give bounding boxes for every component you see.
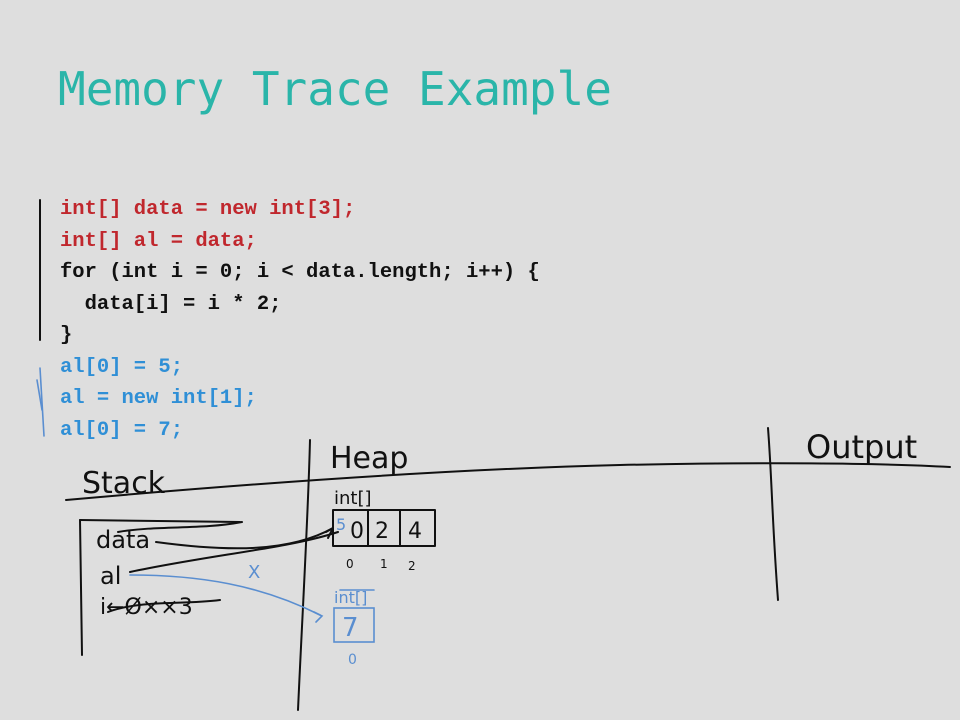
al-arrow-new bbox=[129, 574, 321, 616]
heap-array-1-index-0: 0 bbox=[346, 557, 354, 571]
crossed-arrow-mark: X bbox=[248, 562, 260, 583]
heap-array-1-cell-0: 0 bbox=[350, 519, 364, 544]
heap-divider bbox=[297, 439, 311, 711]
heap-label: Heap bbox=[330, 441, 408, 476]
heap-array-1-cell-2: 4 bbox=[408, 519, 422, 544]
code-line-8: al[0] = 7; bbox=[60, 418, 184, 442]
code-line-5: } bbox=[60, 324, 73, 347]
code-line-3: for (int i = 0; i < data.length; i++) { bbox=[60, 261, 540, 284]
stack-frame-top bbox=[79, 519, 241, 523]
heap-array-1-index-1: 1 bbox=[380, 557, 388, 571]
stack-frame-left bbox=[79, 519, 83, 656]
output-label: Output bbox=[806, 428, 917, 466]
code-line-7: al = new int[1]; bbox=[60, 387, 257, 410]
var-al-label: al bbox=[100, 562, 121, 590]
heap-array-2-index-0: 0 bbox=[348, 652, 357, 668]
var-data-label: data bbox=[96, 526, 150, 554]
code-line-2: int[] al = data; bbox=[60, 229, 257, 253]
heap-array-1-cell-1: 2 bbox=[375, 519, 389, 544]
separator-line bbox=[65, 462, 951, 501]
code-bracket-blue bbox=[39, 367, 45, 437]
output-divider bbox=[767, 427, 779, 601]
var-i-label: i←Ø××3 bbox=[100, 595, 193, 620]
heap-array-2-cell-0: 7 bbox=[342, 613, 359, 643]
heap-array-2-type: int[] bbox=[334, 588, 367, 607]
code-block: int[] data = new int[3]; int[] al = data… bbox=[60, 194, 540, 446]
heap-array-1-index-2: 2 bbox=[408, 559, 416, 573]
data-arrow bbox=[155, 527, 334, 550]
heap-array-2-box bbox=[333, 607, 375, 643]
slide-title: Memory Trace Example bbox=[58, 62, 612, 116]
stack-label: Stack bbox=[82, 466, 166, 501]
code-line-6: al[0] = 5; bbox=[60, 355, 184, 379]
code-line-4: data[i] = i * 2; bbox=[60, 292, 282, 316]
code-line-1: int[] data = new int[3]; bbox=[60, 198, 356, 221]
heap-array-1-type: int[] bbox=[334, 488, 372, 509]
heap-array-1-overwrite: 5 bbox=[336, 515, 346, 534]
al-arrow-old bbox=[129, 531, 339, 573]
